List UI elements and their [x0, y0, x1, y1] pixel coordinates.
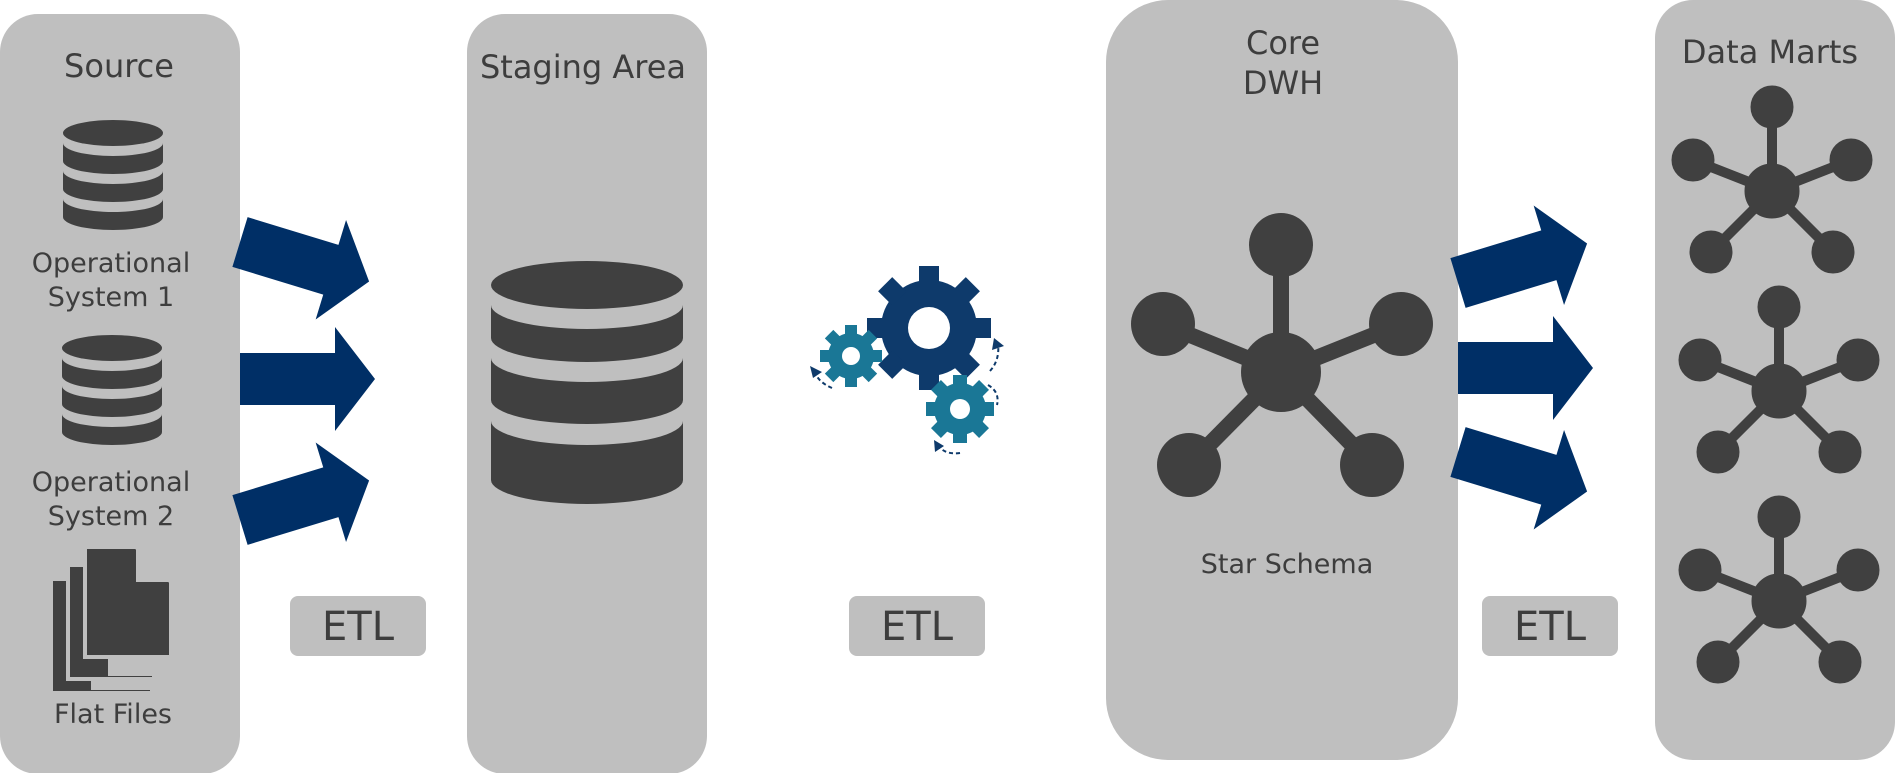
- etl-label-3: ETL: [1514, 604, 1587, 650]
- op-system-2-label-line2: System 2: [48, 501, 174, 532]
- core-title-line2: DWH: [1243, 64, 1323, 102]
- source-title: Source: [64, 47, 174, 85]
- arrow-icon: [1458, 316, 1593, 420]
- etl-box-1: [290, 596, 426, 656]
- etl-box-2: [849, 596, 985, 656]
- gears-icon: [810, 266, 1004, 455]
- arrow-icon: [224, 192, 385, 332]
- star-schema-icon: [1131, 213, 1433, 497]
- etl-box-3: [1482, 596, 1618, 656]
- op-system-1-label-line2: System 1: [48, 282, 174, 313]
- flat-files-label: Flat Files: [54, 699, 172, 730]
- file-stack-icon: [49, 545, 173, 695]
- arrow-icon: [1442, 193, 1603, 333]
- etl-label-2: ETL: [881, 604, 954, 650]
- star-schema-label: Star Schema: [1201, 549, 1374, 580]
- op-system-1-label-line1: Operational: [32, 248, 190, 279]
- arrow-icon: [1442, 402, 1603, 542]
- arrow-icon: [240, 327, 375, 431]
- op-system-2-label-line1: Operational: [32, 467, 190, 498]
- staging-title: Staging Area: [480, 48, 686, 86]
- arrow-icon: [224, 430, 385, 570]
- etl-label-1: ETL: [322, 604, 395, 650]
- core-title-line1: Core: [1246, 24, 1320, 62]
- staging-database-icon: [491, 261, 683, 504]
- marts-title: Data Marts: [1682, 33, 1858, 71]
